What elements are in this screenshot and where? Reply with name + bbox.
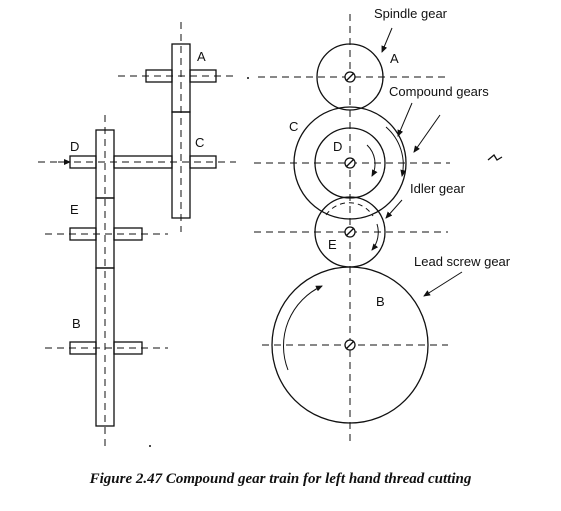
side-gear-e [95,197,115,269]
figure-caption: Figure 2.47 Compound gear train for left… [89,471,472,487]
side-label-a: A [197,49,206,64]
shaft-center-b [344,339,356,351]
rotation-arrow-b-icon [283,285,323,371]
side-shaft-e-left [69,227,97,241]
side-label-b: B [72,316,81,331]
shaft-center-e [344,226,356,238]
rotation-arrow-d-icon [366,144,378,177]
side-shaft-a-left [145,69,173,83]
side-shaft-b-right [113,341,143,355]
shaft-center-a [344,71,356,83]
side-label-c: C [195,135,204,150]
callout-compound-gears: Compound gears [389,84,489,99]
front-label-a: A [390,51,399,66]
side-view: A C D E B [38,22,236,450]
front-label-b: B [376,294,385,309]
callout-lead-screw-gear: Lead screw gear [414,254,511,269]
side-shaft-e-right [113,227,143,241]
rotation-arc-e-icon [325,202,374,217]
scan-dot-icon [149,445,151,447]
leader-idler-gear [385,199,403,219]
scan-dot-icon [247,77,249,79]
front-label-d: D [333,139,342,154]
compound-gear-d [314,127,386,199]
side-label-e: E [70,202,79,217]
leader-lead-screw-gear [423,271,463,297]
rotation-arrow-c-icon [385,126,407,177]
side-shaft-c-right [189,155,217,169]
side-shaft-a-right [189,69,217,83]
side-shaft-b-left [69,341,97,355]
front-label-c: C [289,119,298,134]
compound-gear-c [293,106,407,220]
callout-idler-gear: Idler gear [410,181,466,196]
callout-spindle-gear: Spindle gear [374,6,448,21]
leader-compound-gears-1 [397,102,413,137]
leader-spindle-gear [381,27,393,53]
rotation-arrow-e-icon [371,223,379,251]
lead-screw-gear-b [271,266,429,424]
front-view: A C D E B Spindle gear Compound gears Id… [254,6,511,446]
spindle-gear-a [316,43,384,111]
scan-mark-icon [487,154,503,161]
side-gear-a [171,43,191,113]
front-label-e: E [328,237,337,252]
side-label-d: D [70,139,79,154]
leader-compound-gears-2 [413,114,441,153]
shaft-center-d [344,157,356,169]
